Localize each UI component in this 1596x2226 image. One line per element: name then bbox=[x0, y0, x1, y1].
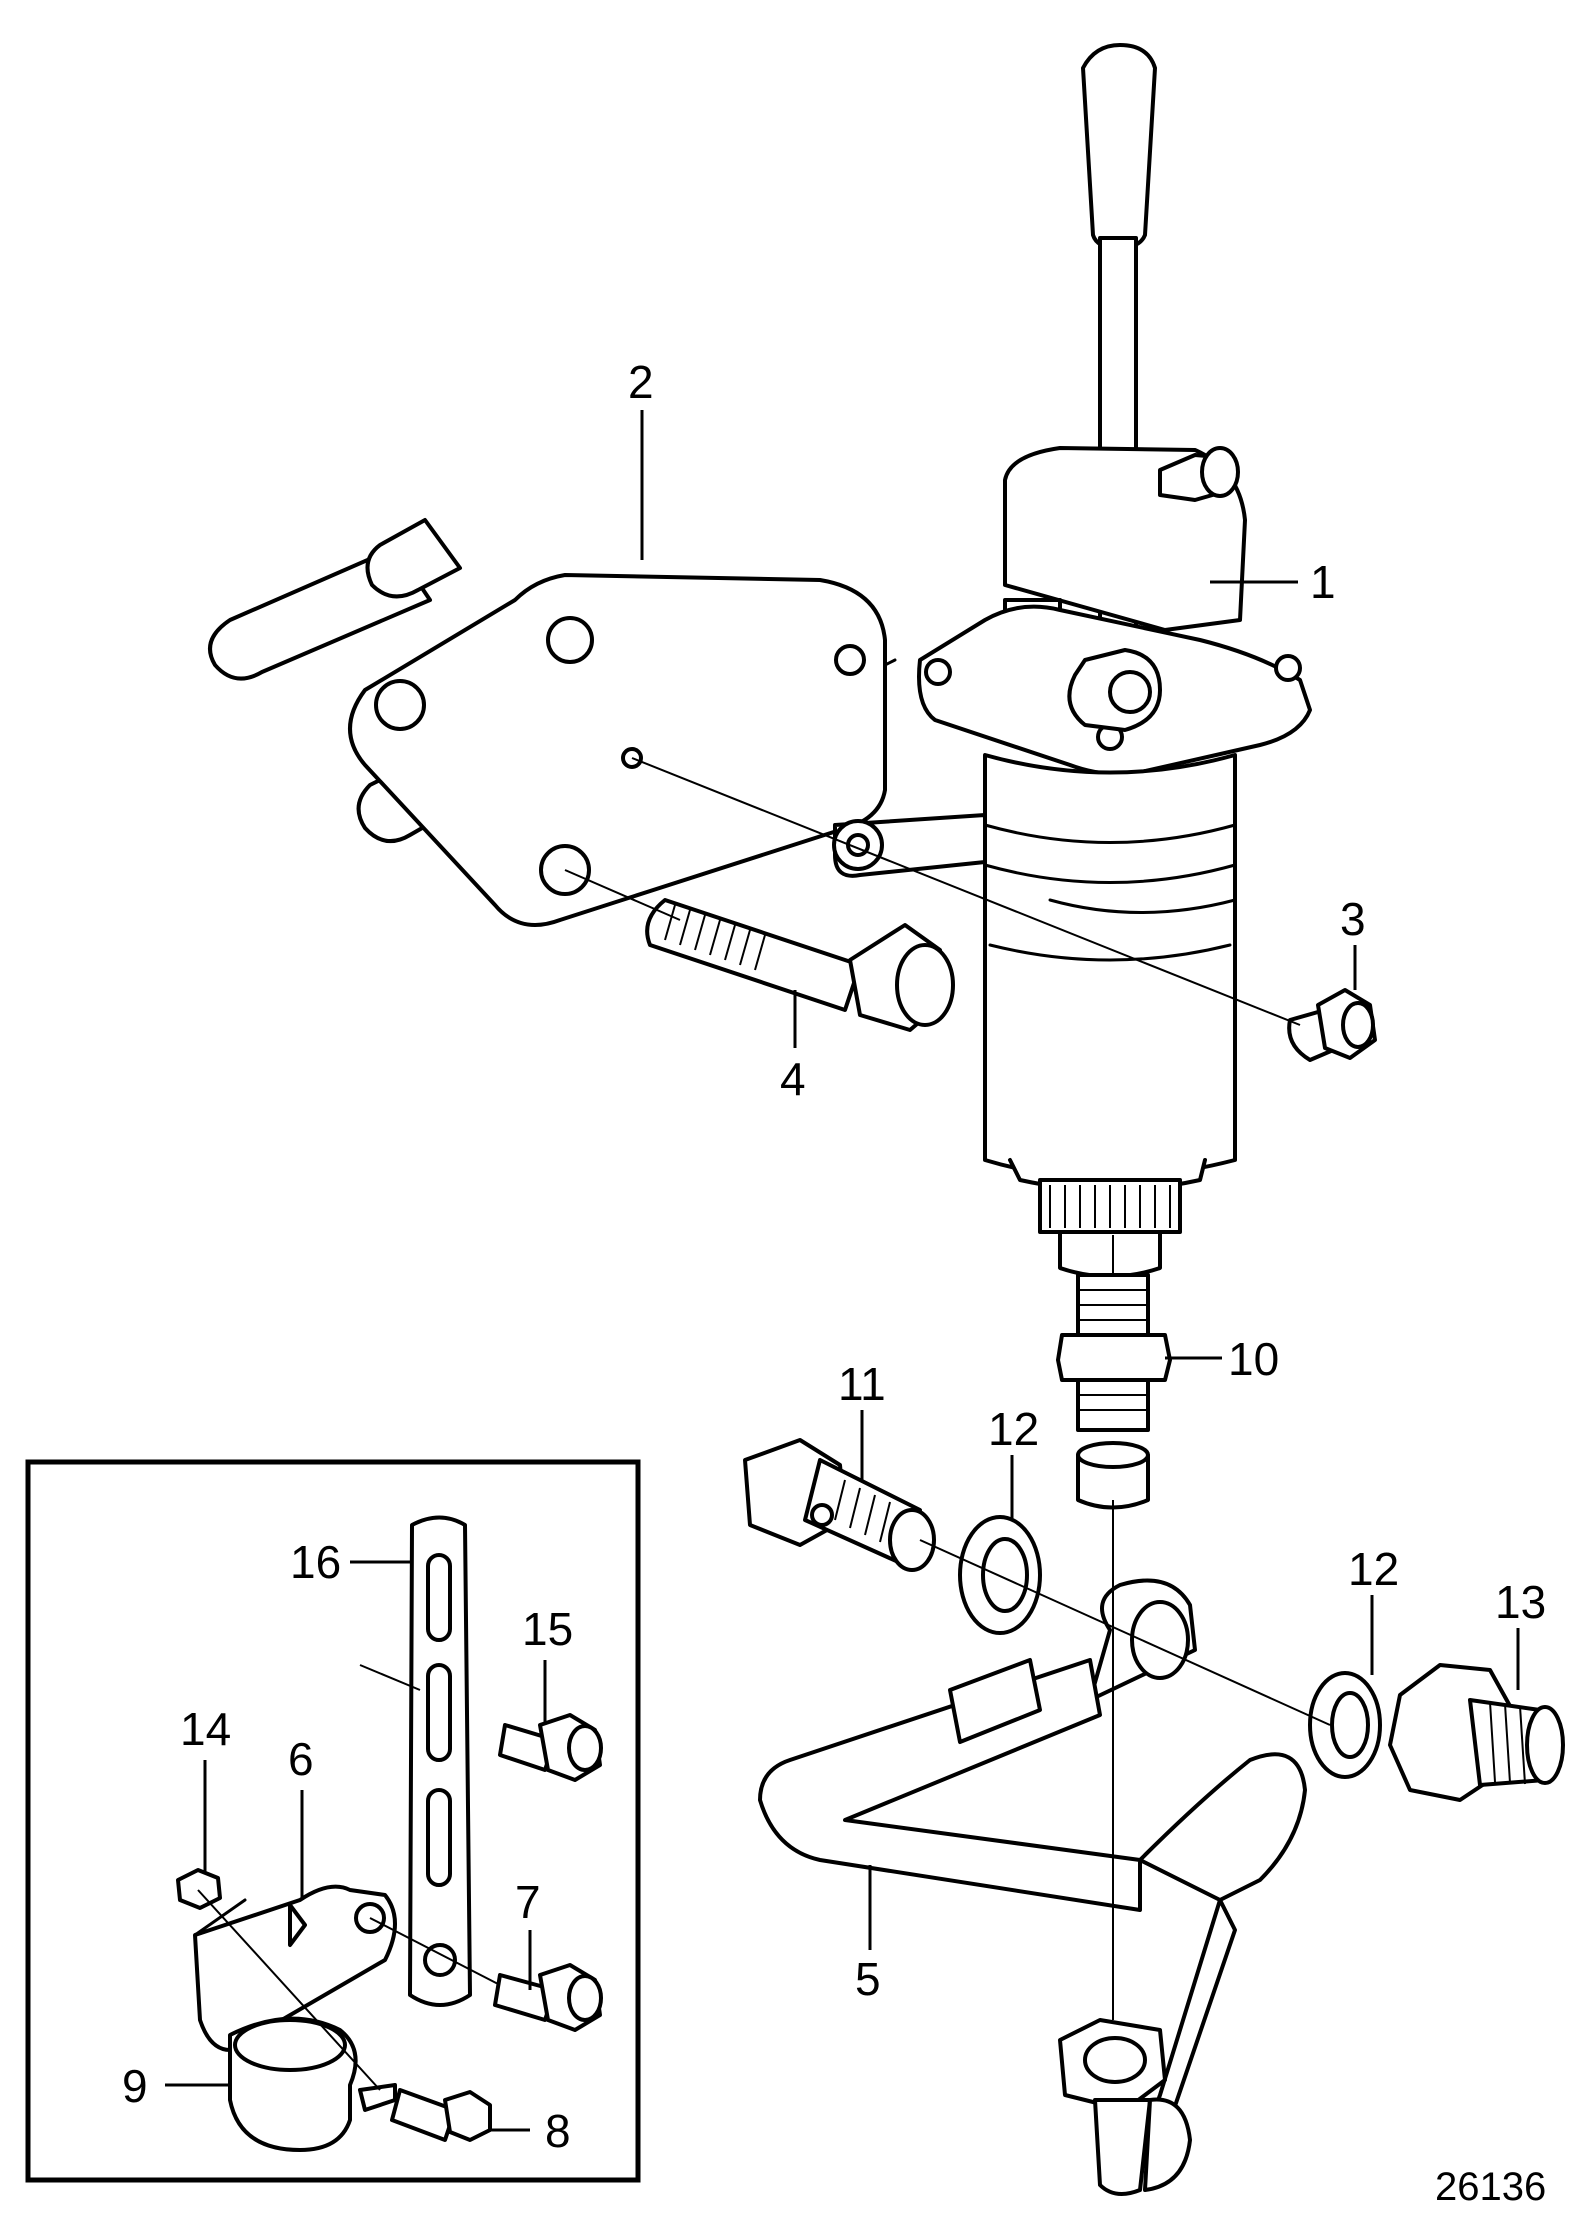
callout-12: 12 bbox=[988, 1403, 1039, 1455]
part-1-hand-pump bbox=[832, 43, 1312, 1279]
callout-4: 4 bbox=[780, 1053, 806, 1105]
part-3-small-bolt bbox=[1287, 988, 1377, 1062]
part-11-banjo-bolt bbox=[743, 1438, 936, 1572]
detail-inset bbox=[25, 1459, 641, 2183]
part-5-fuel-pipe bbox=[758, 1578, 1307, 2196]
part-14-nut bbox=[176, 1868, 222, 1910]
callout-labels: 1 2 3 4 5 6 7 8 9 10 11 12 12 13 14 15 1… bbox=[122, 356, 1546, 2157]
callout-5: 5 bbox=[855, 1953, 881, 2005]
callout-7: 7 bbox=[515, 1876, 541, 1928]
callout-10: 10 bbox=[1228, 1333, 1279, 1385]
callout-2: 2 bbox=[628, 356, 654, 408]
callout-11: 11 bbox=[838, 1358, 886, 1410]
assembly-axis-lines bbox=[564, 757, 1331, 2020]
drawing-number: 26136 bbox=[1435, 2165, 1546, 2209]
callout-9: 9 bbox=[122, 2060, 148, 2112]
part-9-clamp bbox=[228, 2016, 397, 2152]
part-16-strap bbox=[408, 1515, 472, 2007]
callout-3: 3 bbox=[1340, 893, 1366, 945]
part-4-long-bolt bbox=[645, 898, 955, 1032]
callout-12-second: 12 bbox=[1348, 1543, 1399, 1595]
leader-lines bbox=[165, 410, 1520, 2132]
part-12-washer-right bbox=[1308, 1671, 1382, 1779]
callout-16: 16 bbox=[290, 1536, 341, 1588]
callout-6: 6 bbox=[288, 1733, 314, 1785]
callout-8: 8 bbox=[545, 2105, 571, 2157]
callout-13: 13 bbox=[1495, 1576, 1546, 1628]
callout-15: 15 bbox=[522, 1603, 573, 1655]
part-8-bolt bbox=[390, 2088, 492, 2142]
callout-1: 1 bbox=[1310, 556, 1336, 608]
part-2-mounting-bracket bbox=[208, 518, 897, 927]
part-7-bolt bbox=[493, 1963, 603, 2032]
part-15-bolt bbox=[498, 1713, 603, 1782]
part-10-adapter-nipple bbox=[1056, 1273, 1172, 1510]
part-12-washer-left bbox=[958, 1515, 1042, 1635]
part-13-plug bbox=[1388, 1663, 1565, 1802]
callout-14: 14 bbox=[180, 1703, 231, 1755]
